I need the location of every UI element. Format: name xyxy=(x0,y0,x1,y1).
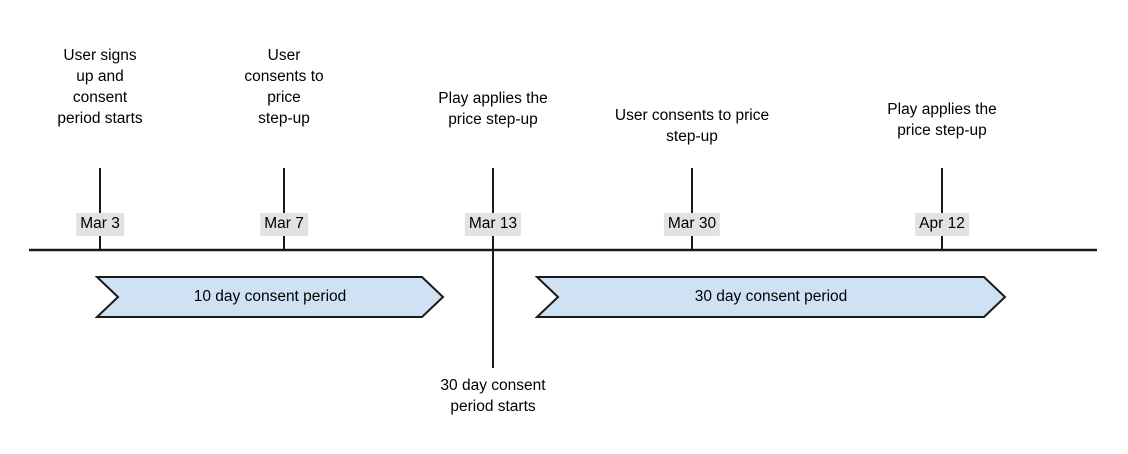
consent-period-banner-group xyxy=(94,276,1007,318)
date-chip-consent-30day: Mar 30 xyxy=(663,213,721,236)
banner-shape-consent-period-10day xyxy=(94,276,445,318)
date-chip-consent-10day: Mar 7 xyxy=(260,213,308,236)
timeline-tick-group xyxy=(99,168,943,250)
date-chip-signup: Mar 3 xyxy=(76,213,124,236)
date-chip-stepup-applied-1: Mar 13 xyxy=(464,213,522,236)
date-chip-stepup-applied-2: Apr 12 xyxy=(915,213,969,236)
banner-label-consent-period-30day: 30 day consent period xyxy=(694,288,848,305)
below-annotation-label: 30 day consent period starts xyxy=(440,377,546,415)
banner-label-consent-period-10day: 10 day consent period xyxy=(193,288,347,305)
banner-shape-consent-period-30day xyxy=(534,276,1007,318)
